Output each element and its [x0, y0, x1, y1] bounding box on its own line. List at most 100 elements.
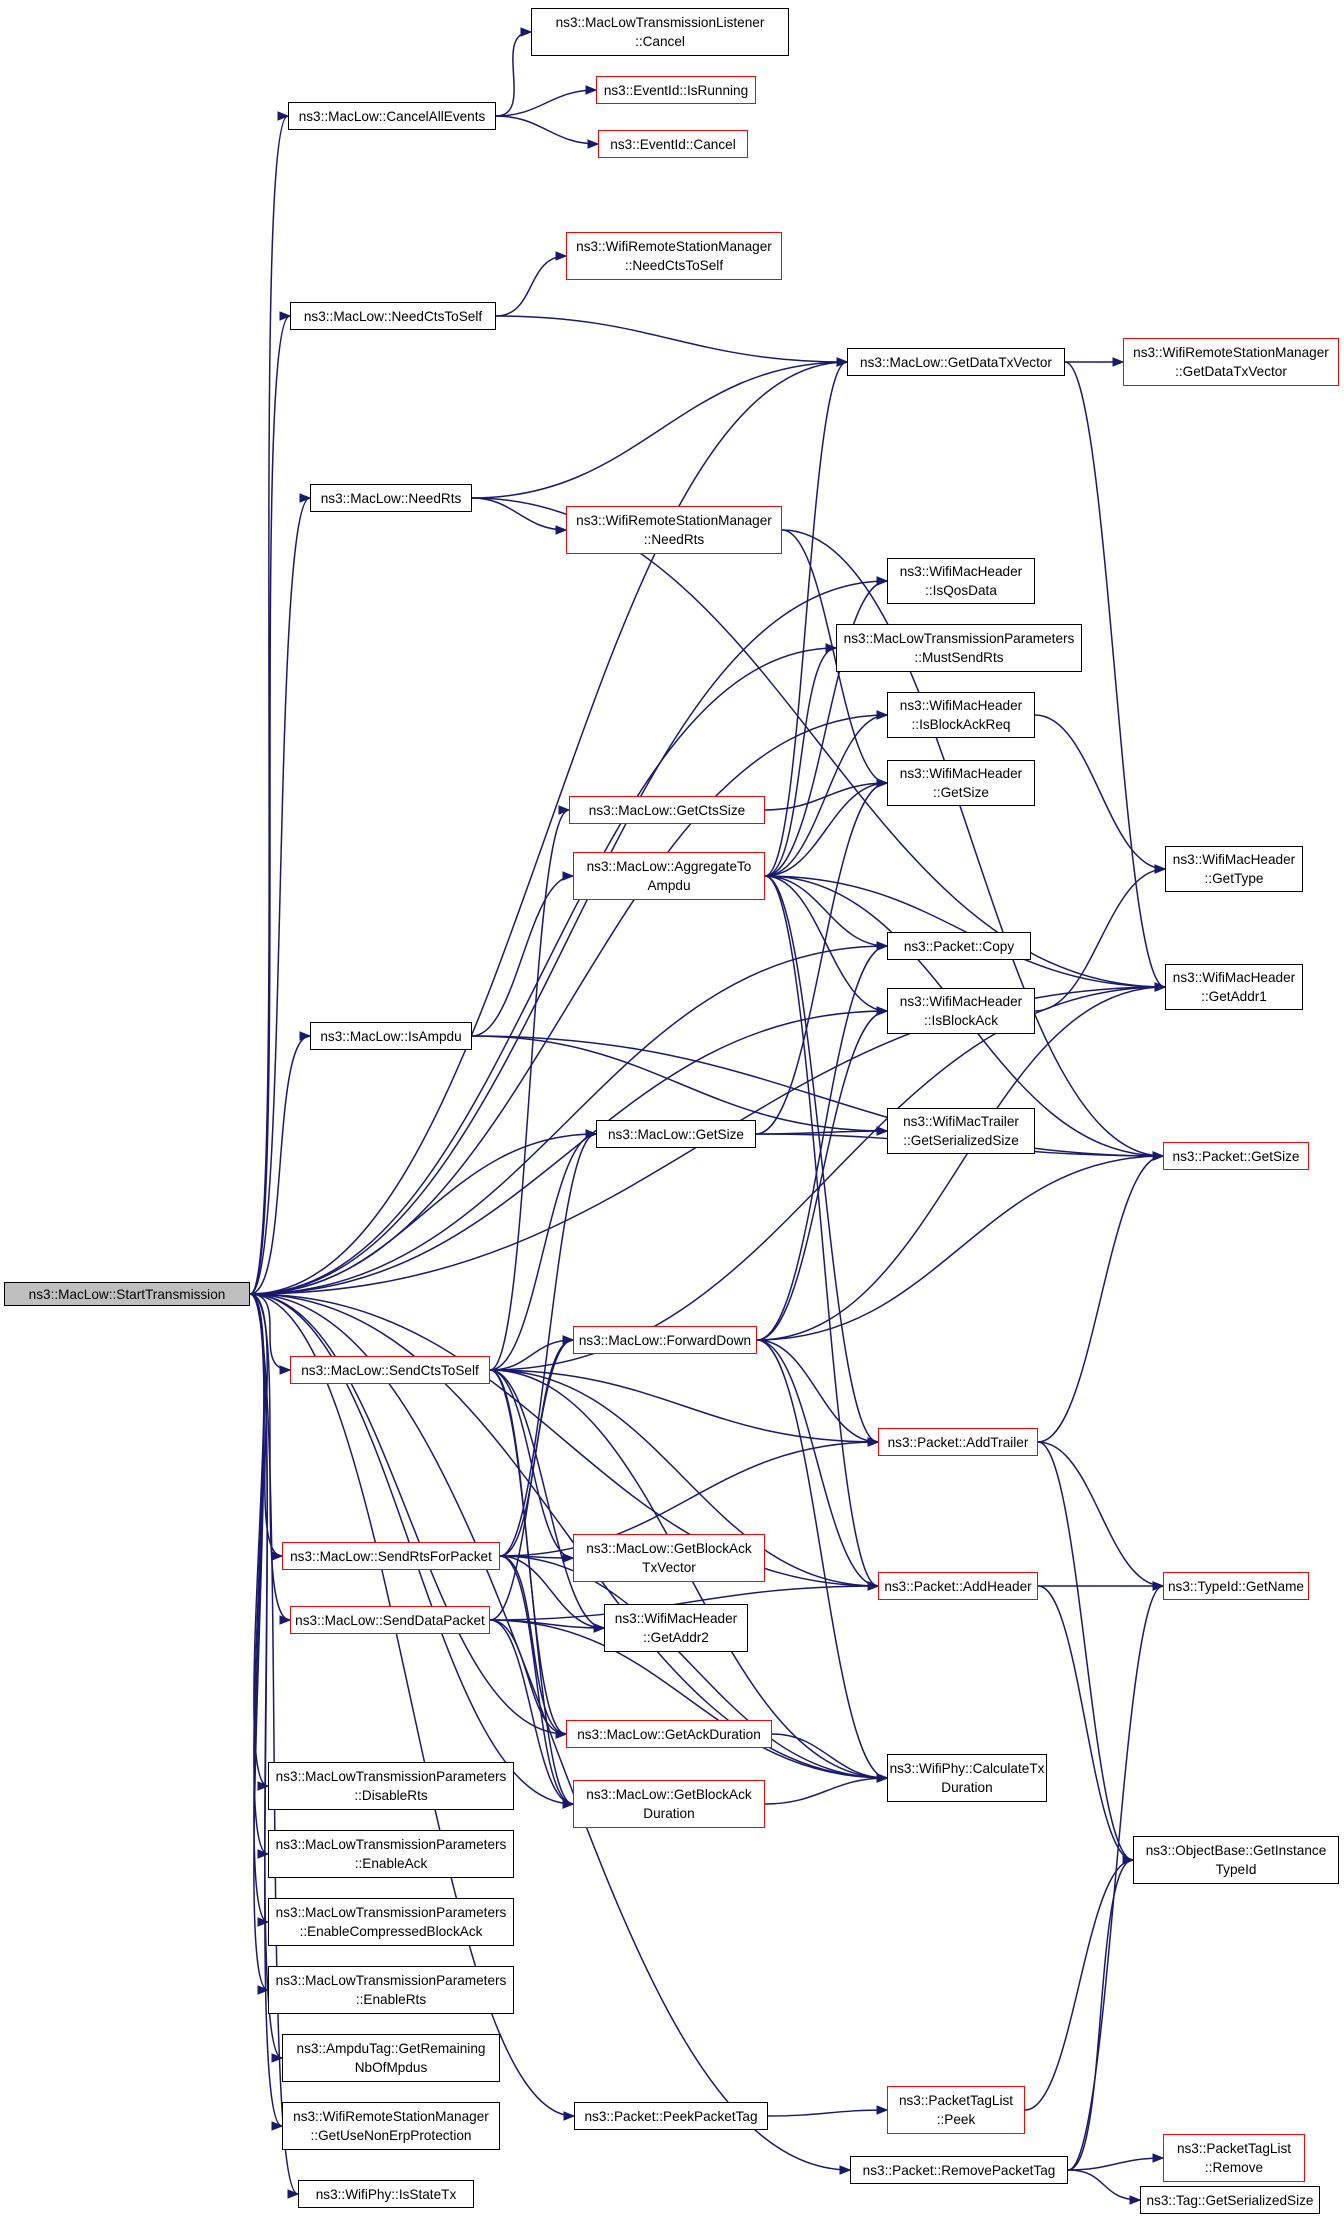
edge-sendRts-to-addTrailer — [499, 1441, 879, 1557]
node-wrsm-need-rts[interactable]: ns3::WifiRemoteStationManager::NeedRts — [566, 506, 782, 554]
node-is-ampdu[interactable]: ns3::MacLow::IsAmpdu — [310, 1022, 472, 1050]
node-non-erp[interactable]: ns3::WifiRemoteStationManager::GetUseNon… — [282, 2102, 500, 2150]
node-remove-tag[interactable]: ns3::Packet::RemovePacketTag — [850, 2156, 1068, 2184]
edge-isAmpdu-to-trailerSize — [471, 1035, 888, 1132]
edge-removeTag-to-objGetInst — [1067, 1859, 1134, 2171]
node-label-line: ::GetSerializedSize — [903, 1133, 1019, 1148]
node-must-rts[interactable]: ns3::MacLowTransmissionParameters::MustS… — [836, 624, 1082, 672]
node-label-line: ns3::MacLowTransmissionParameters — [275, 1837, 507, 1852]
node-ack-dur[interactable]: ns3::MacLow::GetAckDuration — [566, 1720, 772, 1748]
arrowhead — [1112, 357, 1125, 367]
node-need-cts[interactable]: ns3::MacLow::NeedCtsToSelf — [290, 302, 496, 330]
node-get-type[interactable]: ns3::WifiMacHeader::GetType — [1165, 846, 1303, 892]
node-label-line: ::GetType — [1204, 871, 1264, 886]
edge-aggr-to-isBA — [764, 875, 888, 1012]
node-label-line: ns3::MacLow::GetDataTxVector — [860, 354, 1052, 370]
node-type-name[interactable]: ns3::TypeId::GetName — [1163, 1572, 1309, 1600]
edge-start-to-peekTag — [249, 1293, 575, 2117]
node-add-header[interactable]: ns3::Packet::AddHeader — [878, 1572, 1038, 1600]
node-label-line: ns3::WifiMacHeader — [614, 1611, 738, 1626]
node-label-line: ns3::WifiPhy::CalculateTx — [889, 1761, 1045, 1776]
node-get-addr2[interactable]: ns3::WifiMacHeader::GetAddr2 — [604, 1604, 748, 1652]
node-hdr-get-size[interactable]: ns3::WifiMacHeader::GetSize — [887, 760, 1035, 806]
node-label-line: ::MustSendRts — [914, 650, 1004, 665]
node-ptl-peek[interactable]: ns3::PacketTagList::Peek — [887, 2086, 1025, 2134]
edge-wrsmNeedRts-to-hdrGetSize — [781, 529, 888, 784]
node-fwd-down[interactable]: ns3::MacLow::ForwardDown — [573, 1326, 757, 1354]
arrowhead — [876, 576, 889, 586]
node-wrsm-get-data-tx[interactable]: ns3::WifiRemoteStationManager::GetDataTx… — [1123, 338, 1339, 386]
node-pkt-get-size[interactable]: ns3::Packet::GetSize — [1163, 1142, 1309, 1170]
arrowhead — [876, 2105, 889, 2115]
node-is-qos[interactable]: ns3::WifiMacHeader::IsQosData — [887, 558, 1035, 604]
node-label-line: ns3::WifiMacHeader — [1172, 852, 1296, 867]
node-get-addr1[interactable]: ns3::WifiMacHeader::GetAddr1 — [1165, 964, 1303, 1010]
edge-sendCts-to-getAddr2 — [489, 1369, 605, 1629]
node-label-line: ns3::WifiMacHeader — [899, 994, 1023, 1009]
node-send-cts[interactable]: ns3::MacLow::SendCtsToSelf — [290, 1356, 490, 1384]
edge-removeTag-to-ptlRemove — [1067, 2157, 1164, 2171]
node-get-data-tx[interactable]: ns3::MacLow::GetDataTxVector — [847, 348, 1065, 376]
node-mltl-cancel[interactable]: ns3::MacLowTransmissionListener::Cancel — [531, 8, 789, 56]
node-copy[interactable]: ns3::Packet::Copy — [887, 932, 1031, 960]
node-get-cts-size[interactable]: ns3::MacLow::GetCtsSize — [569, 796, 765, 824]
node-label-line: ns3::WifiMacHeader — [899, 564, 1023, 579]
arrowhead — [562, 1799, 575, 1809]
node-ev-cancel[interactable]: ns3::EventId::Cancel — [598, 130, 748, 158]
node-add-trailer[interactable]: ns3::Packet::AddTrailer — [878, 1428, 1038, 1456]
node-send-data[interactable]: ns3::MacLow::SendDataPacket — [290, 1606, 490, 1634]
edge-needRts-to-getAddr1 — [471, 497, 1166, 988]
edge-start-to-mlGetSize — [249, 1133, 597, 1295]
edge-peekTag-to-ptlPeek — [767, 2109, 888, 2117]
node-cancel-all[interactable]: ns3::MacLow::CancelAllEvents — [288, 102, 496, 130]
edge-aggr-to-mustRts — [764, 647, 837, 877]
node-label-line: ns3::MacLow::GetSize — [608, 1126, 744, 1142]
node-is-b-a[interactable]: ns3::WifiMacHeader::IsBlockAck — [887, 988, 1035, 1034]
edge-removeTag-to-typeName — [1067, 1585, 1164, 2171]
node-send-rts[interactable]: ns3::MacLow::SendRtsForPacket — [282, 1542, 500, 1570]
arrowhead — [825, 643, 838, 653]
edge-wrsmNeedRts-to-pktGetSize — [781, 529, 1164, 1157]
node-wrsm-need-cts[interactable]: ns3::WifiRemoteStationManager::NeedCtsTo… — [566, 232, 782, 280]
node-peek-tag[interactable]: ns3::Packet::PeekPacketTag — [574, 2102, 768, 2130]
edge-start-to-isBA — [249, 1010, 888, 1295]
node-enable-rts[interactable]: ns3::MacLowTransmissionParameters::Enabl… — [268, 1966, 514, 2014]
edge-start-to-mustRts — [249, 647, 837, 1295]
node-need-rts[interactable]: ns3::MacLow::NeedRts — [310, 484, 472, 512]
node-tag-ser-size[interactable]: ns3::Tag::GetSerializedSize — [1140, 2186, 1320, 2214]
edge-aggr-to-addHeader — [764, 875, 879, 1587]
edge-needRts-to-wrsmNeedRts — [471, 497, 567, 531]
node-label-line: ns3::Packet::PeekPacketTag — [584, 2108, 758, 2124]
node-label-line: ns3::WifiRemoteStationManager — [293, 2109, 489, 2124]
node-is-b-a-r[interactable]: ns3::WifiMacHeader::IsBlockAckReq — [887, 692, 1035, 738]
edge-start-to-needRts — [249, 497, 311, 1295]
node-ml-get-size[interactable]: ns3::MacLow::GetSize — [596, 1120, 756, 1148]
node-label-line: ::GetAddr1 — [1201, 989, 1267, 1004]
edge-aggr-to-addTrailer — [764, 875, 879, 1443]
node-label-line: ns3::WifiPhy::IsStateTx — [315, 2186, 457, 2202]
arrowhead — [558, 805, 571, 815]
edge-fwdDown-to-copy — [756, 945, 888, 1341]
edge-getDataTx-to-getAddr1 — [1064, 361, 1166, 988]
node-ptl-remove[interactable]: ns3::PacketTagList::Remove — [1163, 2134, 1305, 2182]
arrowhead — [562, 871, 575, 881]
node-enable-ack[interactable]: ns3::MacLowTransmissionParameters::Enabl… — [268, 1830, 514, 1878]
node-trailer-size[interactable]: ns3::WifiMacTrailer::GetSerializedSize — [887, 1108, 1035, 1154]
node-label-line: ns3::WifiRemoteStationManager — [1133, 345, 1329, 360]
arrowhead — [1152, 1151, 1165, 1161]
arrowhead — [876, 941, 889, 951]
node-disable-rts[interactable]: ns3::MacLowTransmissionParameters::Disab… — [268, 1762, 514, 1810]
node-label-line: ns3::MacLowTransmissionParameters — [275, 1769, 507, 1784]
edge-fwdDown-to-calcTx — [756, 1339, 888, 1779]
node-enable-c-b-a[interactable]: ns3::MacLowTransmissionParameters::Enabl… — [268, 1898, 514, 1946]
node-label-line: ns3::MacLowTransmissionListener — [555, 15, 765, 30]
node-ev-is-running[interactable]: ns3::EventId::IsRunning — [596, 76, 756, 104]
node-is-state-tx[interactable]: ns3::WifiPhy::IsStateTx — [298, 2180, 474, 2208]
arrowhead — [257, 1985, 270, 1995]
